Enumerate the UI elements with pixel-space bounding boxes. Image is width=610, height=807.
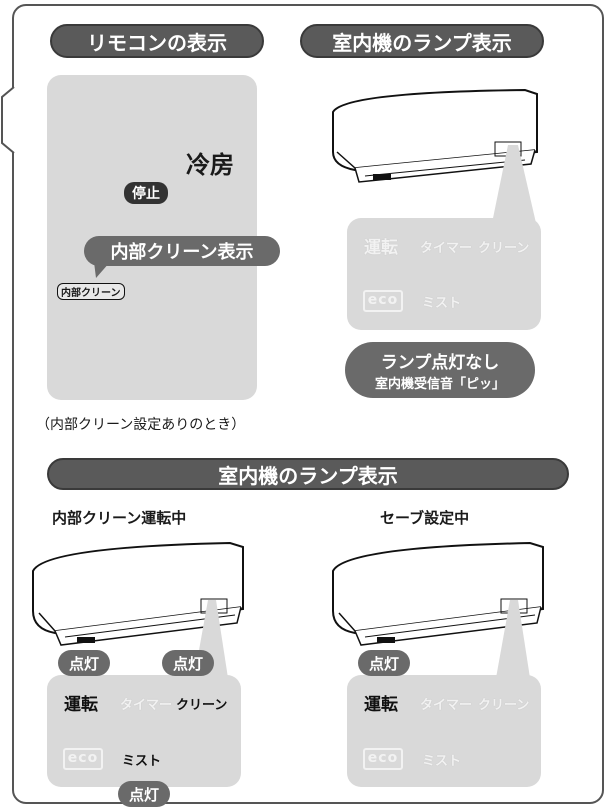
no-lamp-status: ランプ点灯なし 室内機受信音「ピッ」 — [345, 342, 535, 398]
lamp-pointer-right — [496, 600, 530, 678]
lamp-mist: ミスト — [422, 296, 462, 311]
lamp-mist-right: ミスト — [422, 754, 462, 769]
lit-badge-clean-left: 点灯 — [162, 650, 214, 676]
callout-pointer — [94, 262, 110, 278]
lamp-unten-left: 運転 — [64, 695, 98, 715]
indoor-unit-illustration — [332, 88, 538, 183]
lamp-unten-right: 運転 — [364, 695, 398, 715]
lamp-clean-right: クリーン — [478, 698, 530, 713]
lamp-eco-right: eco — [363, 748, 403, 770]
lamp-unten: 運転 — [364, 238, 398, 258]
status-line-1: ランプ点灯なし — [380, 353, 500, 373]
clean-display-callout: 内部クリーン表示 — [84, 236, 280, 266]
lit-badge-mist-left: 点灯 — [118, 781, 170, 807]
indoor-unit-left — [32, 541, 244, 646]
lamp-pointer-top — [492, 145, 536, 223]
lamp-timer-left: タイマー — [120, 698, 173, 713]
mode-text: 冷房 — [186, 151, 234, 179]
remote-display-heading: リモコンの表示 — [50, 24, 264, 58]
lamp-eco-left: eco — [63, 748, 103, 770]
lit-badge-unten-left: 点灯 — [58, 650, 110, 676]
pointer-notch — [1, 86, 15, 154]
stop-badge: 停止 — [124, 182, 168, 204]
lamp-eco: eco — [363, 290, 403, 312]
lamp-clean-left: クリーン — [176, 698, 228, 713]
bottom-lamp-heading: 室内機のランプ表示 — [47, 458, 569, 490]
indoor-unit-right — [332, 541, 544, 646]
lit-badge-unten-right: 点灯 — [358, 650, 410, 676]
lamp-timer-right: タイマー — [420, 698, 473, 713]
right-caption: セーブ設定中 — [380, 509, 470, 527]
indoor-lamp-heading: 室内機のランプ表示 — [300, 24, 544, 58]
left-caption: 内部クリーン運転中 — [52, 509, 187, 527]
lamp-clean: クリーン — [478, 241, 530, 256]
status-line-2: 室内機受信音「ピッ」 — [374, 377, 505, 392]
lamp-mist-left: ミスト — [122, 754, 162, 769]
lamp-timer: タイマー — [420, 241, 473, 256]
clean-indicator: 内部クリーン — [57, 283, 125, 300]
setting-note: （内部クリーン設定ありのとき） — [36, 417, 246, 433]
